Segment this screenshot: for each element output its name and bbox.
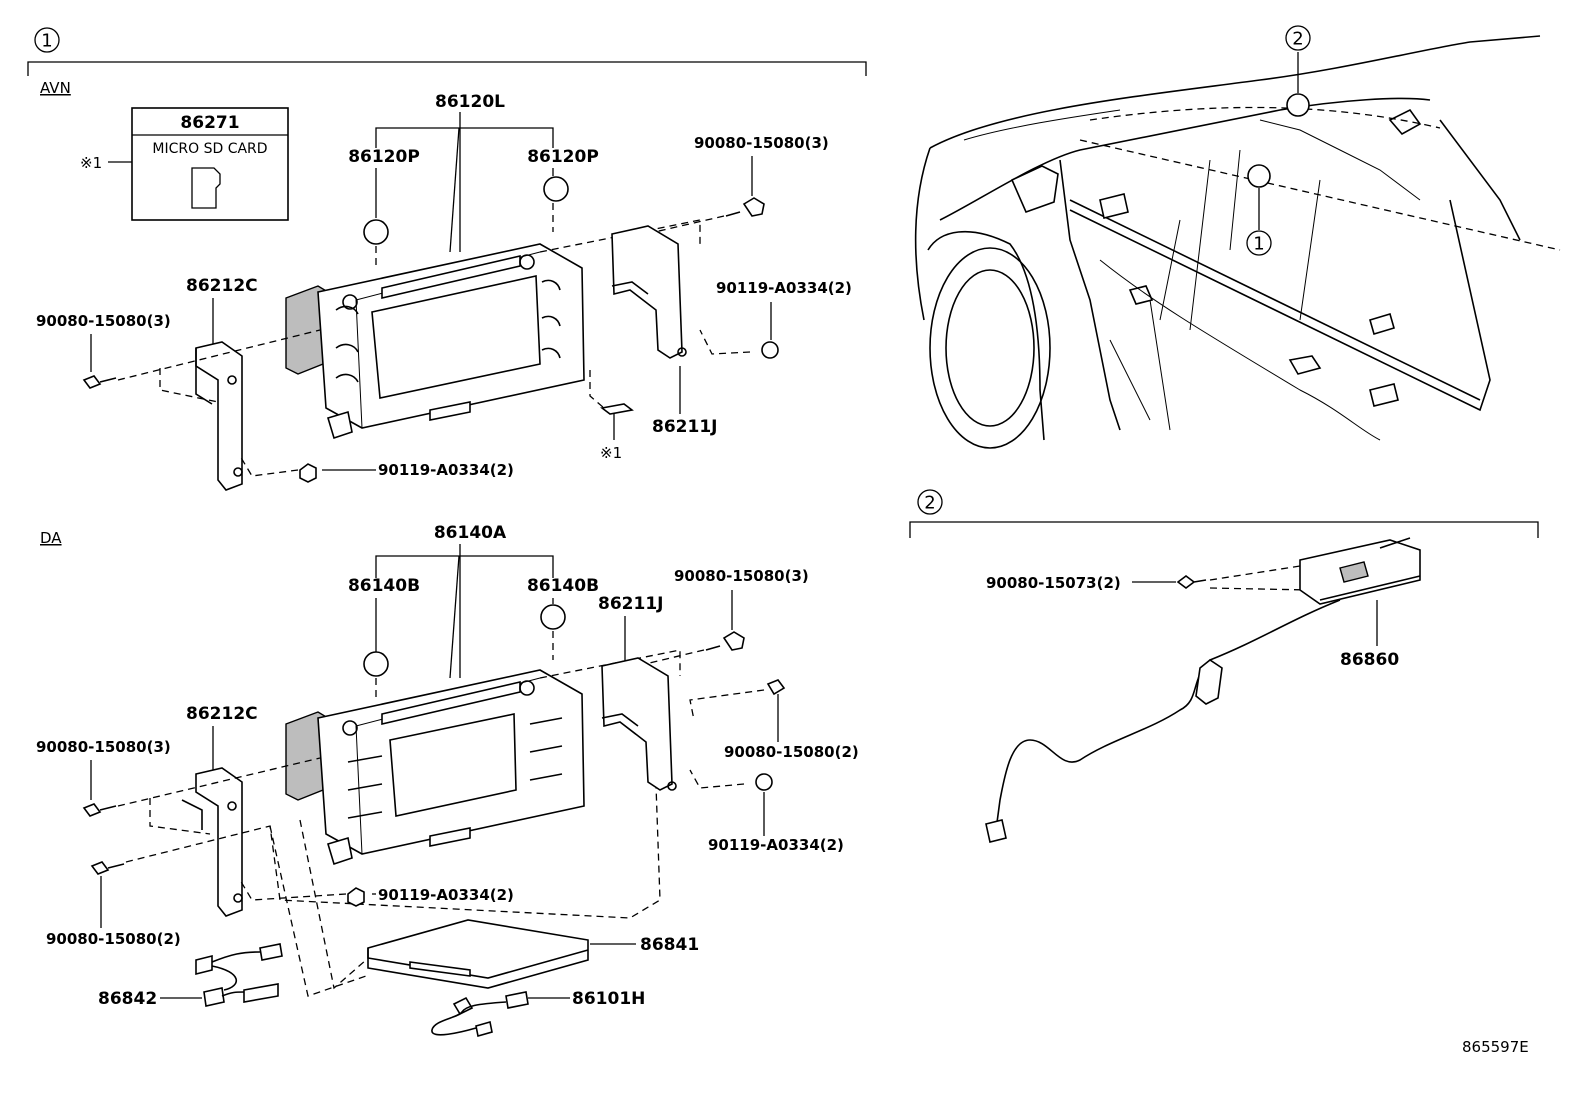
group1-callout: 1 [41, 31, 52, 52]
micro-sd-card-box: 86271 MICRO SD CARD ※1 [80, 107, 289, 221]
micro-sd-card-label: MICRO SD CARD [152, 141, 267, 157]
screw-icon-avn-bottom [299, 463, 317, 483]
microphone-location-marker [1286, 93, 1310, 117]
part-number-86841: 86841 [640, 935, 699, 955]
knob-right-icon-da [540, 604, 566, 630]
screw-label-da-top-right: 90080-15080(3) [674, 567, 809, 585]
card-slot-reference-mark: ※1 [600, 444, 622, 462]
figure-code: 865597E [1462, 1038, 1529, 1056]
screw-label-da-right-mid: 90080-15080(2) [724, 743, 859, 761]
bolt-icon-avn-top-right [725, 197, 765, 217]
part-number-86140A: 86140A [434, 523, 507, 543]
microphone-cable-icon [995, 599, 1341, 831]
screw-icon-avn-right-small [761, 341, 779, 359]
screw-icon-group2 [1176, 575, 1207, 589]
screw-label-da-bottom-left: 90080-15080(2) [46, 930, 181, 948]
card-reference-mark: ※1 [80, 154, 102, 172]
bolt-icon-da-left [82, 803, 117, 817]
avn-head-unit: 86120L 86120P 86120P [285, 92, 599, 440]
group2-callout: 2 [924, 493, 935, 514]
da-section-label: DA [40, 529, 62, 547]
module-86841-icon [367, 919, 589, 989]
side-mirror-icon [1010, 165, 1059, 214]
screw-label-avn-left: 90080-15080(3) [36, 312, 171, 330]
da-display-screen [389, 713, 517, 817]
avn-left-bracket-group: 86212C 90080-15080(3) 90119-A0334(2) [36, 276, 514, 491]
harness-86842-icon [195, 943, 283, 1007]
vehicle-marker-2: 2 [1292, 29, 1303, 50]
right-bracket-icon-da [601, 657, 673, 791]
right-bracket-icon [611, 225, 683, 359]
screw-label-avn-bottom: 90119-A0334(2) [378, 461, 514, 479]
da-module-group: 86841 86842 86101H [98, 819, 699, 1038]
audio-unit-location-marker [1247, 164, 1271, 188]
part-number-86212C-avn: 86212C [186, 276, 258, 296]
left-bracket-icon [195, 341, 243, 491]
part-number-86842: 86842 [98, 989, 157, 1009]
bolt-icon-da-bottom-left [90, 861, 125, 875]
part-number-86140B-right: 86140B [527, 576, 599, 596]
group1-header: 1 AVN DA [27, 27, 867, 547]
avn-section-label: AVN [40, 79, 71, 97]
sd-card-icon [191, 167, 221, 209]
screw-label-avn-right-small: 90119-A0334(2) [716, 279, 852, 297]
part-number-86860: 86860 [1340, 650, 1399, 670]
screw-icon-da-center [347, 887, 365, 907]
part-number-86211J-da: 86211J [598, 594, 663, 614]
screw-icon-da-right-low [755, 773, 773, 791]
part-number-86120P-left: 86120P [348, 147, 420, 167]
cable-86101H-icon [452, 991, 529, 1038]
group2-microphone: 90080-15073(2) 86860 [985, 537, 1421, 843]
group2-header: 2 [909, 489, 1539, 538]
part-number-86120P-right: 86120P [527, 147, 599, 167]
part-number-86212C-da: 86212C [186, 704, 258, 724]
screw-label-da-left: 90080-15080(3) [36, 738, 171, 756]
knob-right-icon [543, 176, 569, 202]
knob-left-icon-da [363, 651, 389, 677]
part-number-86211J-avn: 86211J [652, 417, 717, 437]
front-wheel-icon [929, 247, 1051, 449]
vehicle-marker-1: 1 [1253, 234, 1264, 255]
screw-label-da-center: 90119-A0334(2) [378, 886, 514, 904]
vehicle-interior-view: 2 1 [914, 25, 1561, 449]
bolt-icon-da-top-right [705, 631, 745, 651]
knob-left-icon [363, 219, 389, 245]
da-right-bracket-group: 90080-15080(3) 86211J 90080-15080(2) 901… [539, 567, 859, 854]
bolt-icon-avn-left [82, 375, 117, 389]
card-slot-icon [600, 403, 634, 415]
screw-label-da-right-low: 90119-A0334(2) [708, 836, 844, 854]
part-number-86271: 86271 [180, 113, 239, 133]
screw-label-avn-top-right: 90080-15080(3) [694, 134, 829, 152]
part-number-86101H: 86101H [572, 989, 645, 1009]
screw-label-group2: 90080-15073(2) [986, 574, 1121, 592]
da-head-unit: 86140A 86140B 86140B [285, 523, 599, 866]
avn-right-bracket-group: 90080-15080(3) 90119-A0334(2) 86211J ※1 [539, 134, 852, 462]
da-left-bracket-group: 86212C 90080-15080(3) 90080-15080(2) 901… [36, 704, 661, 948]
avn-display-screen [371, 275, 541, 399]
bolt-icon-da-right-mid [766, 679, 786, 696]
left-bracket-icon-da [195, 767, 243, 917]
part-number-86120L: 86120L [435, 92, 505, 112]
part-number-86140B-left: 86140B [348, 576, 420, 596]
